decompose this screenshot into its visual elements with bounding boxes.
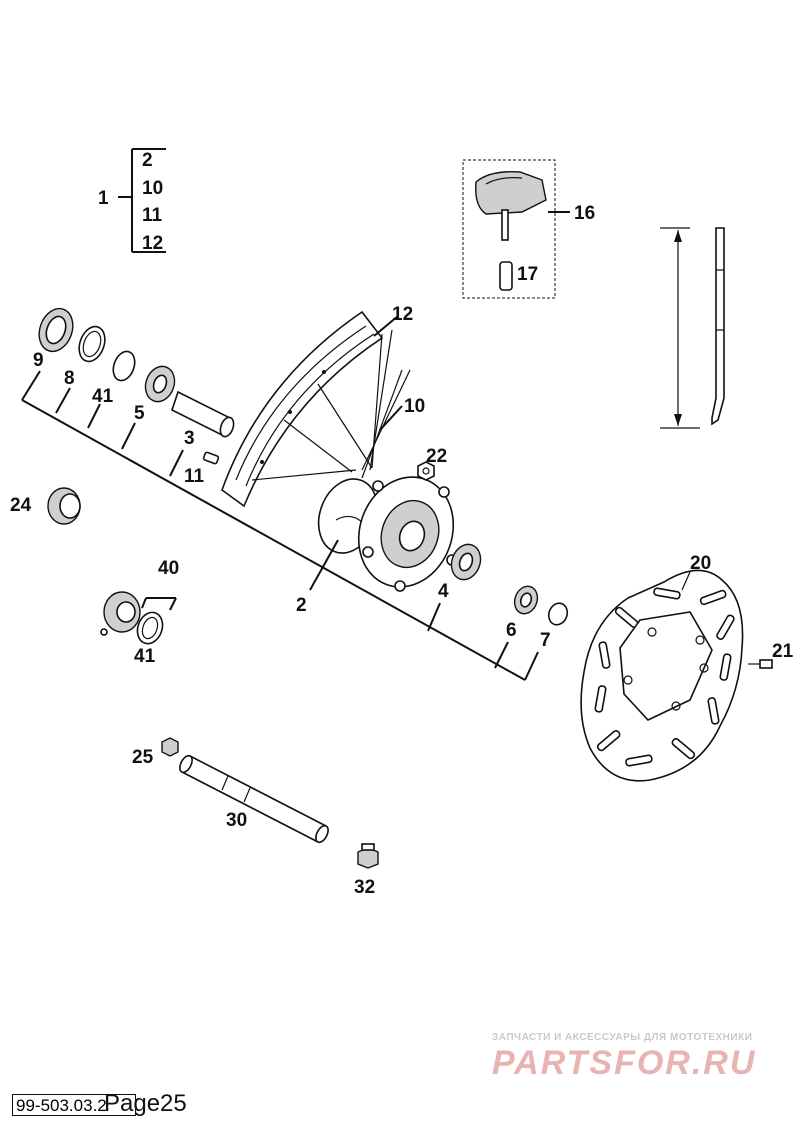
callout-41-lower: 41 [134,646,156,667]
page-number: Page25 [104,1090,187,1117]
callout-3: 3 [184,428,195,449]
axle-nut [161,737,179,757]
callout-17: 17 [517,264,538,285]
callout-10: 10 [404,396,425,417]
axle-reference-line [21,370,539,681]
callout-12-list: 12 [142,233,163,254]
set-bracket [118,148,166,253]
callout-1: 1 [98,188,109,209]
axle [179,754,329,844]
callout-24: 24 [10,495,32,516]
right-hub-parts [450,543,569,626]
spacer-bushing [47,487,81,525]
brake-disc [580,569,744,782]
callout-20: 20 [690,553,711,574]
valve-inset [462,159,570,299]
callout-32: 32 [354,877,375,898]
callout-11-list: 11 [142,205,163,226]
callout-10-list: 10 [142,178,163,199]
hub-nut [417,461,435,481]
spoke-dimension [660,227,725,429]
watermark-logo: PARTSFOR.RU [492,1044,757,1082]
callout-21: 21 [772,641,794,662]
axle-bolt [357,843,379,869]
speedo-drive [100,591,177,645]
callout-25: 25 [132,747,154,768]
callout-4: 4 [438,581,449,602]
callout-30: 30 [226,810,247,831]
rim-and-hub [221,310,458,592]
callout-22: 22 [426,446,447,467]
callout-11: 11 [184,466,205,487]
callout-41-upper: 41 [92,386,114,407]
left-hub-parts [38,307,235,465]
callout-16: 16 [574,203,595,224]
callout-2: 2 [296,595,307,616]
callout-7: 7 [540,630,551,651]
callout-6: 6 [506,620,517,641]
callout-8: 8 [64,368,75,389]
watermark-caption: ЗАПЧАСТИ И АКСЕССУАРЫ ДЛЯ МОТОТЕХНИКИ [492,1032,753,1043]
callout-5: 5 [134,403,145,424]
callout-9: 9 [33,350,44,371]
callout-12: 12 [392,304,413,325]
callout-2-list: 2 [142,150,153,171]
disc-bolt [748,659,773,669]
document-code: 99-503.03.2 [12,1094,136,1116]
callout-40: 40 [158,558,179,579]
